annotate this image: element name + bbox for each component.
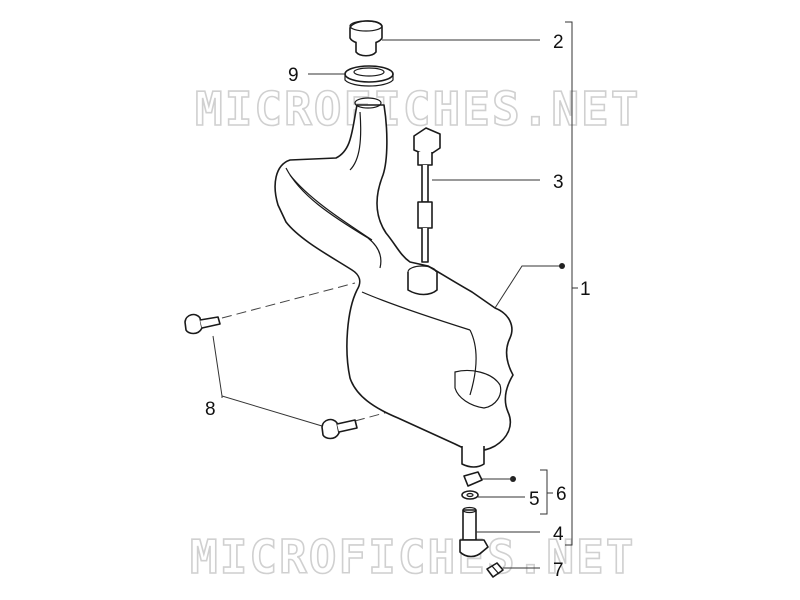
- leader-1: [494, 265, 562, 309]
- outlet-fitting-body: [462, 509, 477, 541]
- filler-cap-thread: [355, 42, 377, 57]
- leader-8: [212, 335, 323, 427]
- hose-clamp[interactable]: [463, 471, 483, 487]
- callout-5: 5: [529, 489, 540, 510]
- tank-ridge-upper: [285, 167, 382, 269]
- sealing-washer[interactable]: [461, 490, 479, 500]
- tank-side-edge: [469, 329, 477, 396]
- bracket-group-6: [540, 469, 548, 515]
- hose-clip[interactable]: [486, 562, 504, 578]
- tank-filler-neck: [354, 97, 382, 109]
- filler-cap[interactable]: [349, 20, 383, 57]
- hose-clip-detail: [491, 565, 500, 575]
- callout-8: 8: [205, 399, 216, 420]
- tank[interactable]: [274, 97, 514, 468]
- tank-neck-edge: [349, 111, 362, 171]
- tank-outlet-spigot: [461, 446, 485, 468]
- callout-9: 9: [288, 65, 299, 86]
- mounting-screw-lower[interactable]: [321, 418, 358, 440]
- watermark-top: MICROFICHES.NET: [195, 82, 640, 136]
- sealing-washer-hole: [466, 492, 474, 498]
- outlet-fitting-top: [462, 506, 477, 514]
- bracket-assembly-1: [565, 21, 573, 546]
- callout-7: 7: [553, 560, 564, 581]
- hose-clamp-body: [463, 471, 483, 487]
- callout-1: 1: [580, 279, 591, 300]
- level-sensor-float: [417, 201, 433, 229]
- assembly-line-upper: [221, 282, 356, 319]
- callout-3: 3: [553, 172, 564, 193]
- tank-seam: [361, 291, 471, 331]
- filler-cap-top: [349, 20, 383, 45]
- tank-body: [274, 104, 514, 452]
- callout-2: 2: [553, 32, 564, 53]
- level-sensor[interactable]: [413, 127, 441, 263]
- tank-ridge-lower: [289, 174, 373, 241]
- callout-6: 6: [556, 484, 567, 505]
- watermark-bottom: MICROFICHES.NET: [190, 530, 635, 584]
- screw-shank-lower: [336, 419, 358, 433]
- tank-mount-pocket: [454, 369, 502, 409]
- mounting-screw-upper[interactable]: [184, 313, 221, 335]
- cap-gasket-side: [344, 74, 394, 87]
- filler-cap-rim: [349, 20, 383, 32]
- screw-head-lower: [321, 418, 340, 440]
- outlet-fitting-elbow: [459, 539, 489, 558]
- level-sensor-head: [413, 127, 441, 157]
- tank-level-boss: [407, 272, 438, 296]
- leader-1-dot: [559, 263, 565, 269]
- callout-4: 4: [553, 524, 564, 545]
- level-sensor-stem: [421, 165, 429, 203]
- screw-shank-upper: [199, 316, 221, 329]
- cap-gasket-inner: [353, 67, 385, 77]
- level-sensor-collar: [417, 152, 433, 166]
- sealing-washer-ring: [461, 490, 479, 500]
- level-sensor-rod: [421, 228, 429, 263]
- screw-head-upper: [184, 313, 203, 335]
- outlet-fitting[interactable]: [459, 506, 489, 558]
